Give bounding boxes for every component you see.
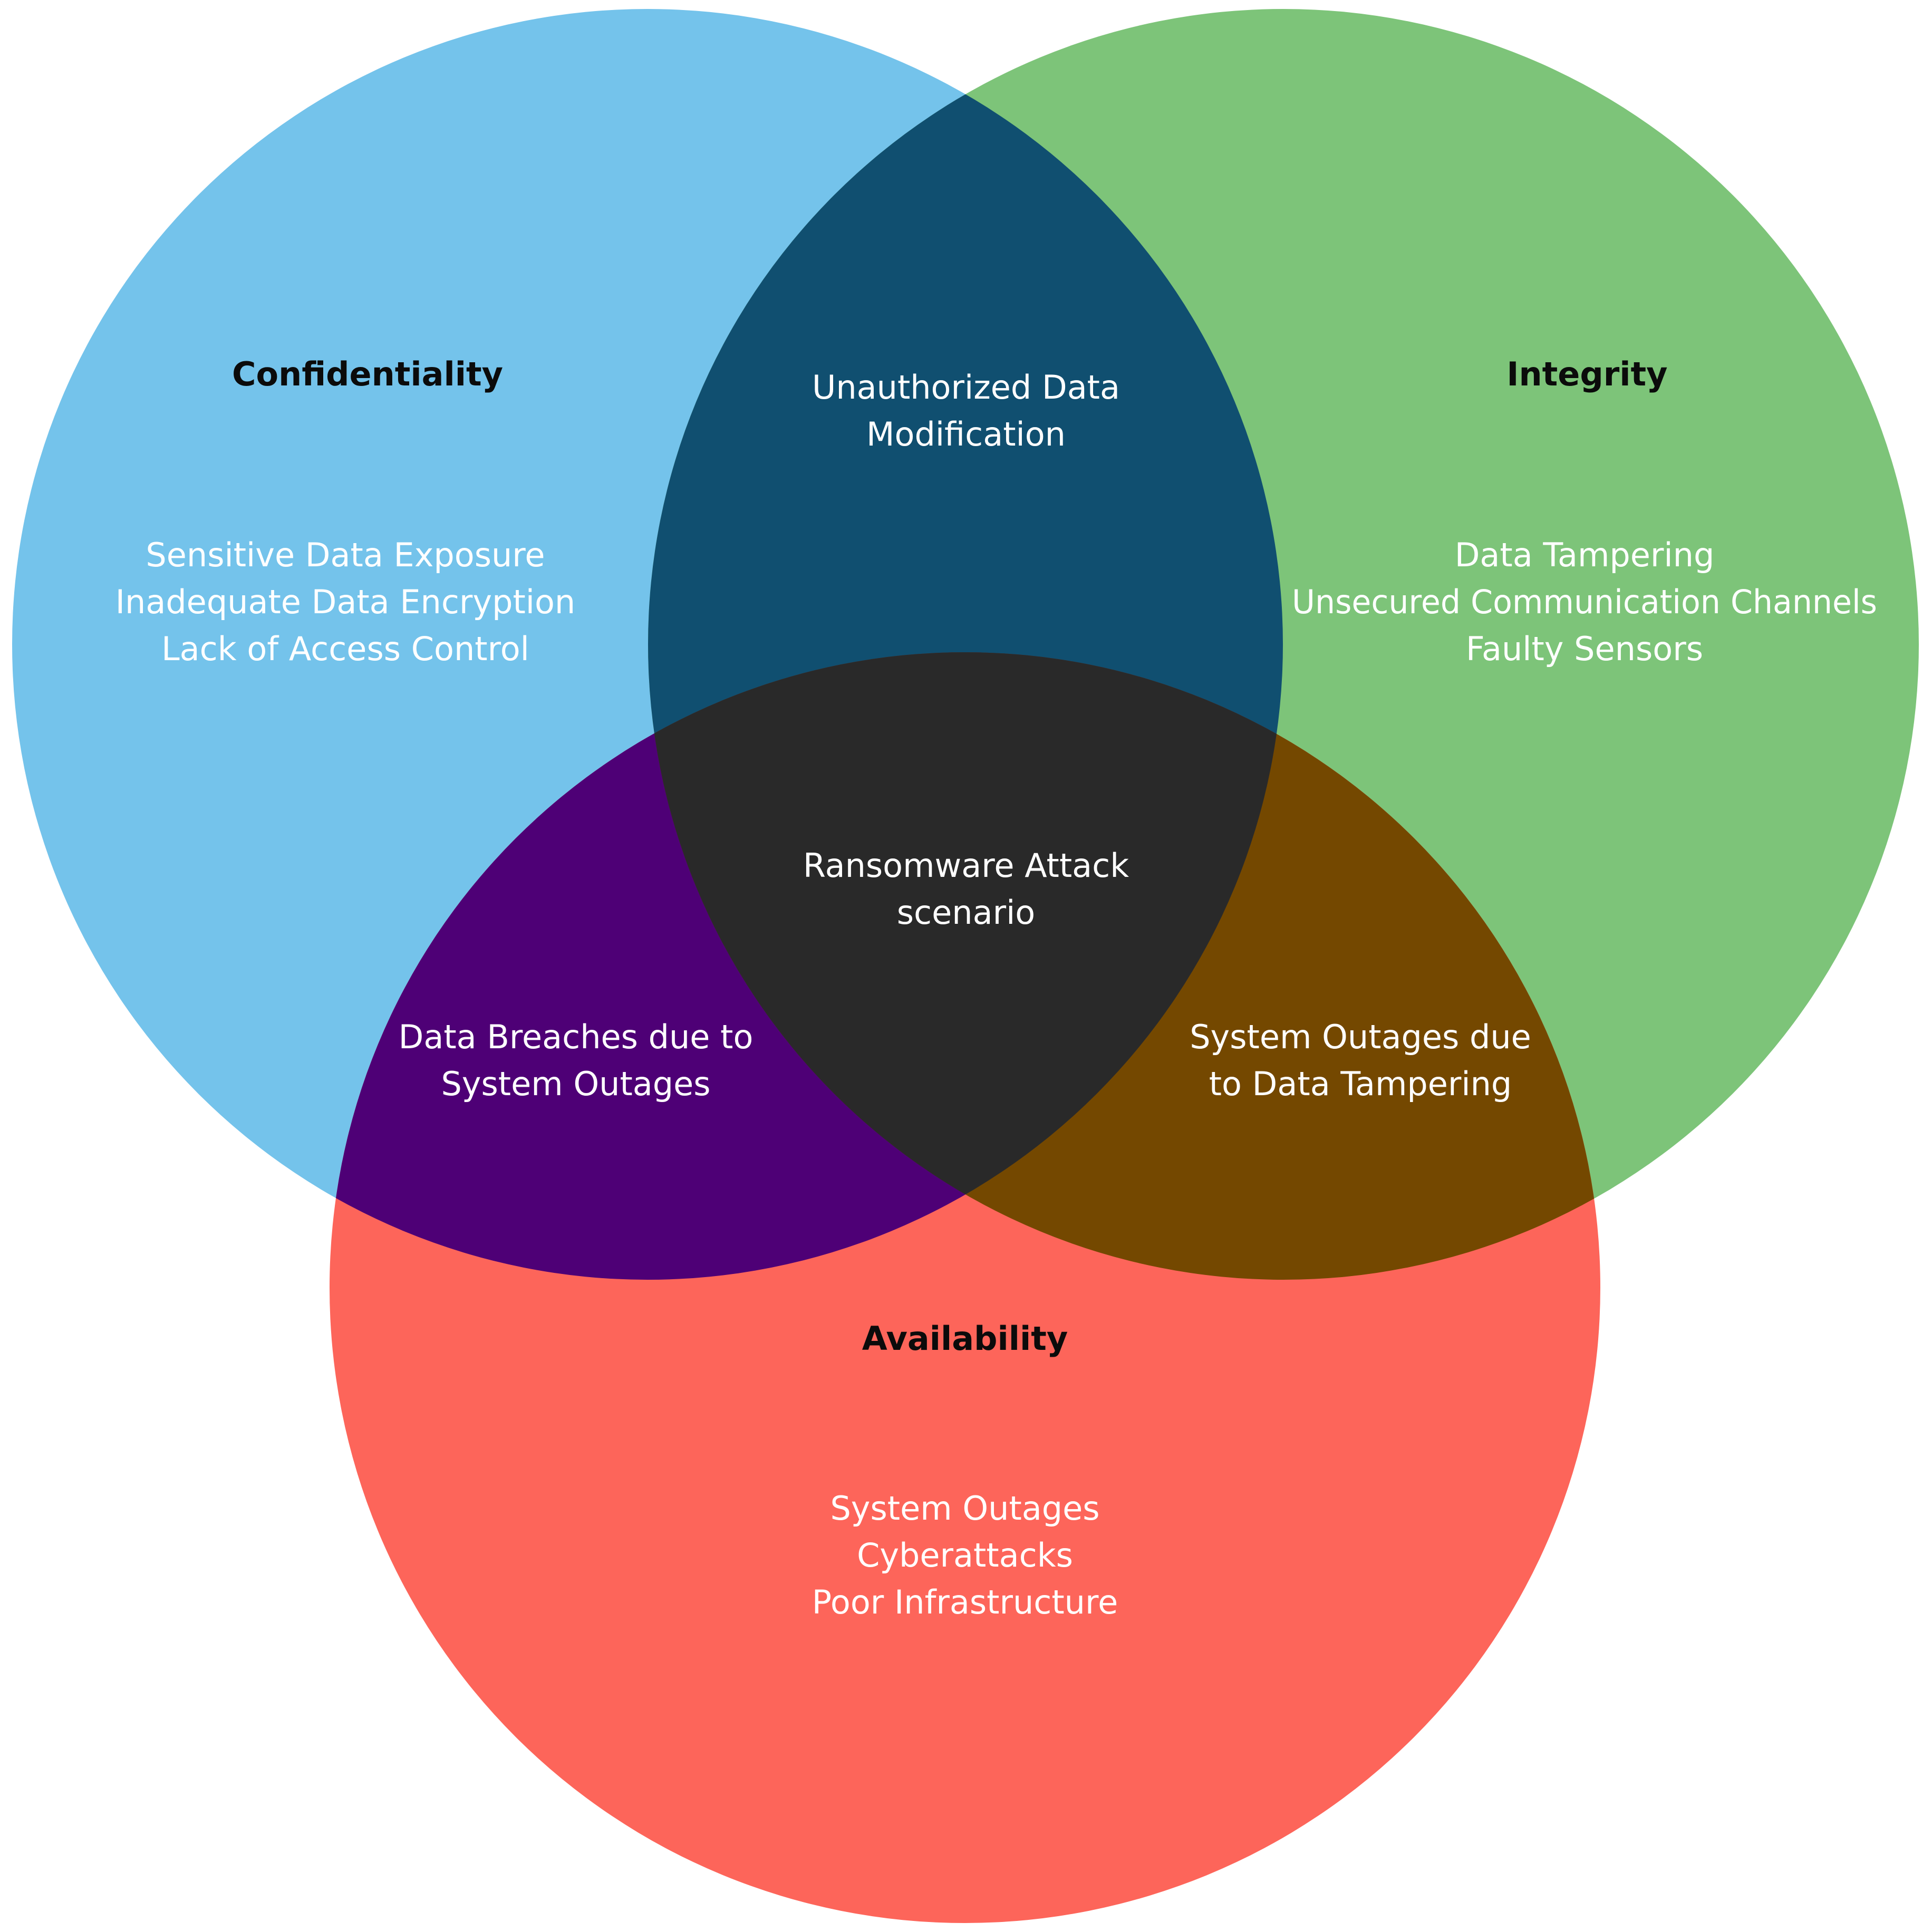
confidentiality-integrity-label: Unauthorized Data [812,368,1120,407]
integrity-availability-label: to Data Tampering [1209,1065,1512,1103]
integrity-item: Faulty Sensors [1466,630,1703,668]
integrity-availability-label: System Outages due [1190,1018,1531,1056]
integrity-item: Unsecured Communication Channels [1292,583,1877,621]
availability-item: Cyberattacks [857,1536,1073,1574]
availability-item: Poor Infrastructure [812,1583,1118,1621]
confidentiality-availability-label: System Outages [441,1065,710,1103]
center-label: scenario [897,893,1035,932]
integrity-title: Integrity [1506,355,1667,393]
confidentiality-integrity-label: Modification [866,415,1066,453]
confidentiality-item: Lack of Access Control [161,630,529,668]
integrity-availability-region [648,652,1600,1280]
availability-title: Availability [862,1319,1068,1358]
availability-item: System Outages [830,1489,1099,1528]
confidentiality-item: Sensitive Data Exposure [146,536,545,574]
confidentiality-availability-label: Data Breaches due to [399,1018,754,1056]
confidentiality-item: Inadequate Data Encryption [115,583,575,621]
confidentiality-title: Confidentiality [232,355,503,393]
integrity-item: Data Tampering [1455,536,1715,574]
center-label: Ransomware Attack [803,846,1129,885]
